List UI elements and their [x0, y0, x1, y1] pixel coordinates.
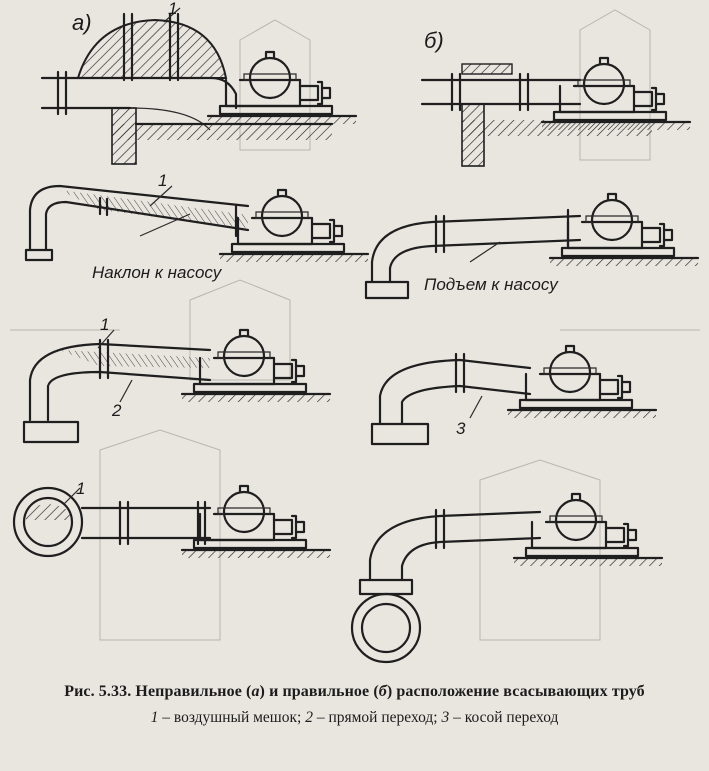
callout-2-a3: 2: [111, 401, 122, 420]
callout-1-a4: 1: [76, 479, 85, 498]
legend-straight-transition: – прямой переход;: [312, 709, 442, 726]
caption-part-3: ) расположение всасывающих труб: [386, 683, 645, 700]
legend-air-pocket: – воздушный мешок;: [158, 709, 306, 726]
caption-part-2: ) и правильное (: [259, 683, 379, 700]
caption-title: Рис. 5.33. Неправильное (а) и правильное…: [0, 683, 709, 701]
diagram-b1-wall-crossing: [420, 56, 692, 167]
diagram-a2-slope-to-pump: 1 Наклон к насосу: [24, 171, 370, 282]
legend-number-3: 3: [441, 709, 450, 726]
diagram-b2-rise-to-pump: Подъем к насосу: [364, 192, 700, 300]
diagram-a4-circular-intake: 1: [12, 479, 332, 560]
diagram-a1-wall-crossing: 1: [40, 0, 358, 165]
diagram-b4-circular-intake: [350, 492, 664, 664]
slope-label: Наклон к насосу: [92, 263, 223, 282]
panel-b-label: б): [424, 28, 444, 53]
caption-legend: 1 – воздушный мешок; 2 – прямой переход;…: [0, 709, 709, 727]
panel-a-label: а): [72, 10, 92, 35]
figure-number: Рис. 5.33.: [64, 683, 132, 700]
callout-1-a1: 1: [168, 0, 177, 18]
rise-label: Подъем к насосу: [424, 275, 559, 294]
legend-oblique-transition: – косой переход: [449, 709, 559, 726]
diagram-a3-straight-transition: 1 2: [22, 315, 332, 444]
callout-1-a3: 1: [100, 315, 109, 334]
legend-number-2: 2: [305, 709, 313, 726]
callout-1-a2: 1: [158, 171, 167, 190]
diagram-b3-oblique-transition: 3: [370, 344, 658, 446]
callout-3-b3: 3: [456, 419, 466, 438]
caption-letter-b: б: [378, 683, 387, 700]
pump-suction-figure: а) б) 1 1 Наклон к насосу: [10, 0, 700, 664]
caption-part-1: Неправильное (: [135, 683, 252, 700]
legend-number-1: 1: [150, 709, 159, 726]
caption-letter-a: а: [251, 683, 260, 700]
figure-caption: Рис. 5.33. Неправильное (а) и правильное…: [0, 683, 709, 727]
